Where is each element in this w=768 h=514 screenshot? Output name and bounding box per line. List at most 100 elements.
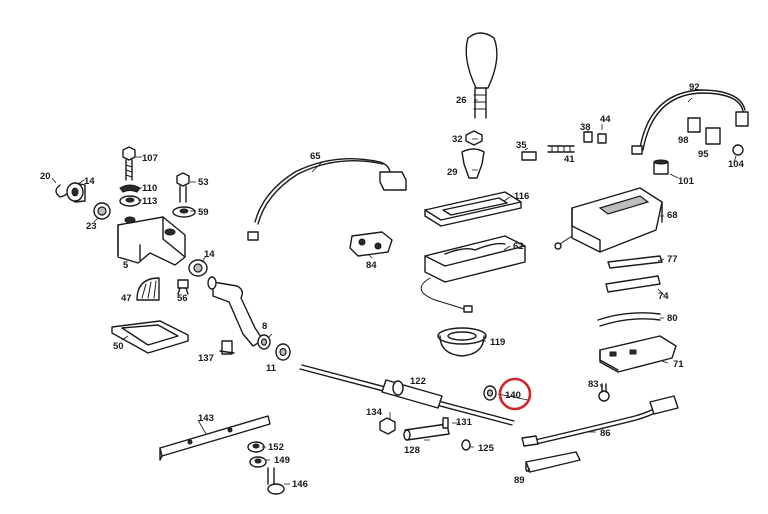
label-53[interactable]: 53 bbox=[198, 177, 209, 188]
label-74[interactable]: 74 bbox=[658, 291, 669, 302]
bushing-140[interactable] bbox=[483, 385, 497, 401]
label-125[interactable]: 125 bbox=[478, 443, 495, 454]
nut-32[interactable] bbox=[465, 130, 483, 146]
bolt-146[interactable] bbox=[267, 467, 285, 495]
label-11[interactable]: 11 bbox=[266, 363, 277, 374]
bolt-107[interactable] bbox=[122, 146, 136, 181]
label-77[interactable]: 77 bbox=[667, 254, 678, 265]
label-62[interactable]: 62 bbox=[513, 241, 524, 252]
sleeve-128[interactable] bbox=[403, 423, 450, 441]
clip-44[interactable] bbox=[597, 133, 607, 144]
ring-23[interactable] bbox=[93, 202, 111, 220]
label-137[interactable]: 137 bbox=[198, 353, 214, 364]
bracket-29[interactable] bbox=[461, 148, 485, 179]
wire-62[interactable] bbox=[420, 277, 473, 313]
label-50[interactable]: 50 bbox=[113, 341, 124, 352]
label-8[interactable]: 8 bbox=[262, 321, 267, 332]
screw-83[interactable] bbox=[598, 383, 610, 402]
label-59[interactable]: 59 bbox=[198, 207, 209, 218]
label-47[interactable]: 47 bbox=[121, 293, 132, 304]
sensor-101[interactable] bbox=[653, 159, 669, 175]
circlip-20[interactable] bbox=[55, 184, 69, 198]
label-71[interactable]: 71 bbox=[673, 359, 684, 370]
spring-41[interactable] bbox=[547, 145, 575, 153]
washer-149[interactable] bbox=[249, 456, 267, 468]
label-113[interactable]: 113 bbox=[142, 196, 157, 207]
clip-38[interactable] bbox=[583, 131, 593, 143]
strip-80[interactable] bbox=[597, 312, 661, 327]
shift-knob-26[interactable] bbox=[465, 32, 498, 119]
pin-35[interactable] bbox=[521, 151, 537, 161]
label-122[interactable]: 122 bbox=[410, 376, 426, 387]
label-152[interactable]: 152 bbox=[268, 442, 284, 453]
label-14b[interactable]: 14 bbox=[204, 249, 215, 260]
washer-152[interactable] bbox=[247, 441, 265, 453]
label-95[interactable]: 95 bbox=[698, 149, 709, 160]
washer-59[interactable] bbox=[172, 206, 196, 218]
switch-98[interactable] bbox=[687, 117, 701, 133]
housing-68[interactable] bbox=[571, 187, 663, 253]
label-110[interactable]: 110 bbox=[142, 183, 157, 194]
bushing-113[interactable] bbox=[119, 195, 141, 207]
clip-56[interactable] bbox=[177, 279, 189, 295]
bushing-14b[interactable] bbox=[188, 259, 208, 277]
label-20[interactable]: 20 bbox=[40, 171, 51, 182]
label-68[interactable]: 68 bbox=[667, 210, 678, 221]
label-92[interactable]: 92 bbox=[689, 82, 700, 93]
shift-rod-122[interactable] bbox=[299, 364, 515, 426]
label-56[interactable]: 56 bbox=[177, 293, 188, 304]
label-86[interactable]: 86 bbox=[600, 428, 611, 439]
wire-68[interactable] bbox=[554, 235, 573, 250]
label-14a[interactable]: 14 bbox=[84, 176, 95, 187]
label-23[interactable]: 23 bbox=[86, 221, 97, 232]
label-134[interactable]: 134 bbox=[366, 407, 383, 418]
bushing-11a[interactable] bbox=[257, 334, 271, 350]
selector-panel-62[interactable] bbox=[424, 235, 526, 283]
gasket-50[interactable] bbox=[111, 320, 189, 354]
bushing-11b[interactable] bbox=[275, 343, 291, 361]
ring-125[interactable] bbox=[461, 439, 471, 451]
cover-47[interactable] bbox=[136, 277, 160, 301]
label-35[interactable]: 35 bbox=[516, 140, 527, 151]
label-149[interactable]: 149 bbox=[274, 455, 290, 466]
label-83[interactable]: 83 bbox=[588, 379, 599, 390]
bracket-143[interactable] bbox=[159, 415, 271, 461]
label-89[interactable]: 89 bbox=[514, 475, 525, 486]
cable-86[interactable] bbox=[521, 395, 679, 447]
label-38[interactable]: 38 bbox=[580, 122, 591, 133]
clip-131[interactable] bbox=[442, 417, 449, 429]
boot-119[interactable] bbox=[437, 327, 487, 357]
label-101[interactable]: 101 bbox=[678, 176, 695, 187]
plug-104[interactable] bbox=[732, 144, 744, 156]
cover-116[interactable] bbox=[424, 191, 522, 227]
bracket-5[interactable] bbox=[117, 216, 186, 266]
label-131[interactable]: 131 bbox=[456, 417, 473, 428]
bolt-53[interactable] bbox=[176, 172, 190, 203]
switch-84[interactable] bbox=[349, 231, 393, 257]
harness-92[interactable] bbox=[631, 89, 749, 155]
label-26[interactable]: 26 bbox=[456, 95, 467, 106]
label-44[interactable]: 44 bbox=[600, 114, 611, 125]
switch-95[interactable] bbox=[705, 127, 721, 145]
cable-65[interactable] bbox=[247, 158, 407, 241]
label-140[interactable]: 140 bbox=[505, 390, 521, 401]
label-84[interactable]: 84 bbox=[366, 260, 377, 271]
shift-lever-8[interactable] bbox=[207, 276, 264, 347]
plate-77[interactable] bbox=[607, 255, 663, 269]
nut-134[interactable] bbox=[379, 417, 396, 435]
clip-110[interactable] bbox=[119, 184, 141, 193]
label-143[interactable]: 143 bbox=[198, 413, 214, 424]
label-146[interactable]: 146 bbox=[292, 479, 308, 490]
module-71[interactable] bbox=[599, 335, 677, 373]
label-119[interactable]: 119 bbox=[490, 337, 505, 348]
bracket-137[interactable] bbox=[219, 340, 235, 355]
bushing-14a[interactable] bbox=[66, 182, 86, 203]
bracket-89[interactable] bbox=[525, 451, 581, 473]
label-41[interactable]: 41 bbox=[564, 154, 575, 165]
label-116[interactable]: 116 bbox=[514, 191, 529, 202]
label-5[interactable]: 5 bbox=[123, 260, 129, 271]
plate-74[interactable] bbox=[605, 275, 661, 293]
label-107[interactable]: 107 bbox=[142, 153, 158, 164]
label-29[interactable]: 29 bbox=[447, 167, 458, 178]
label-32[interactable]: 32 bbox=[452, 134, 463, 145]
